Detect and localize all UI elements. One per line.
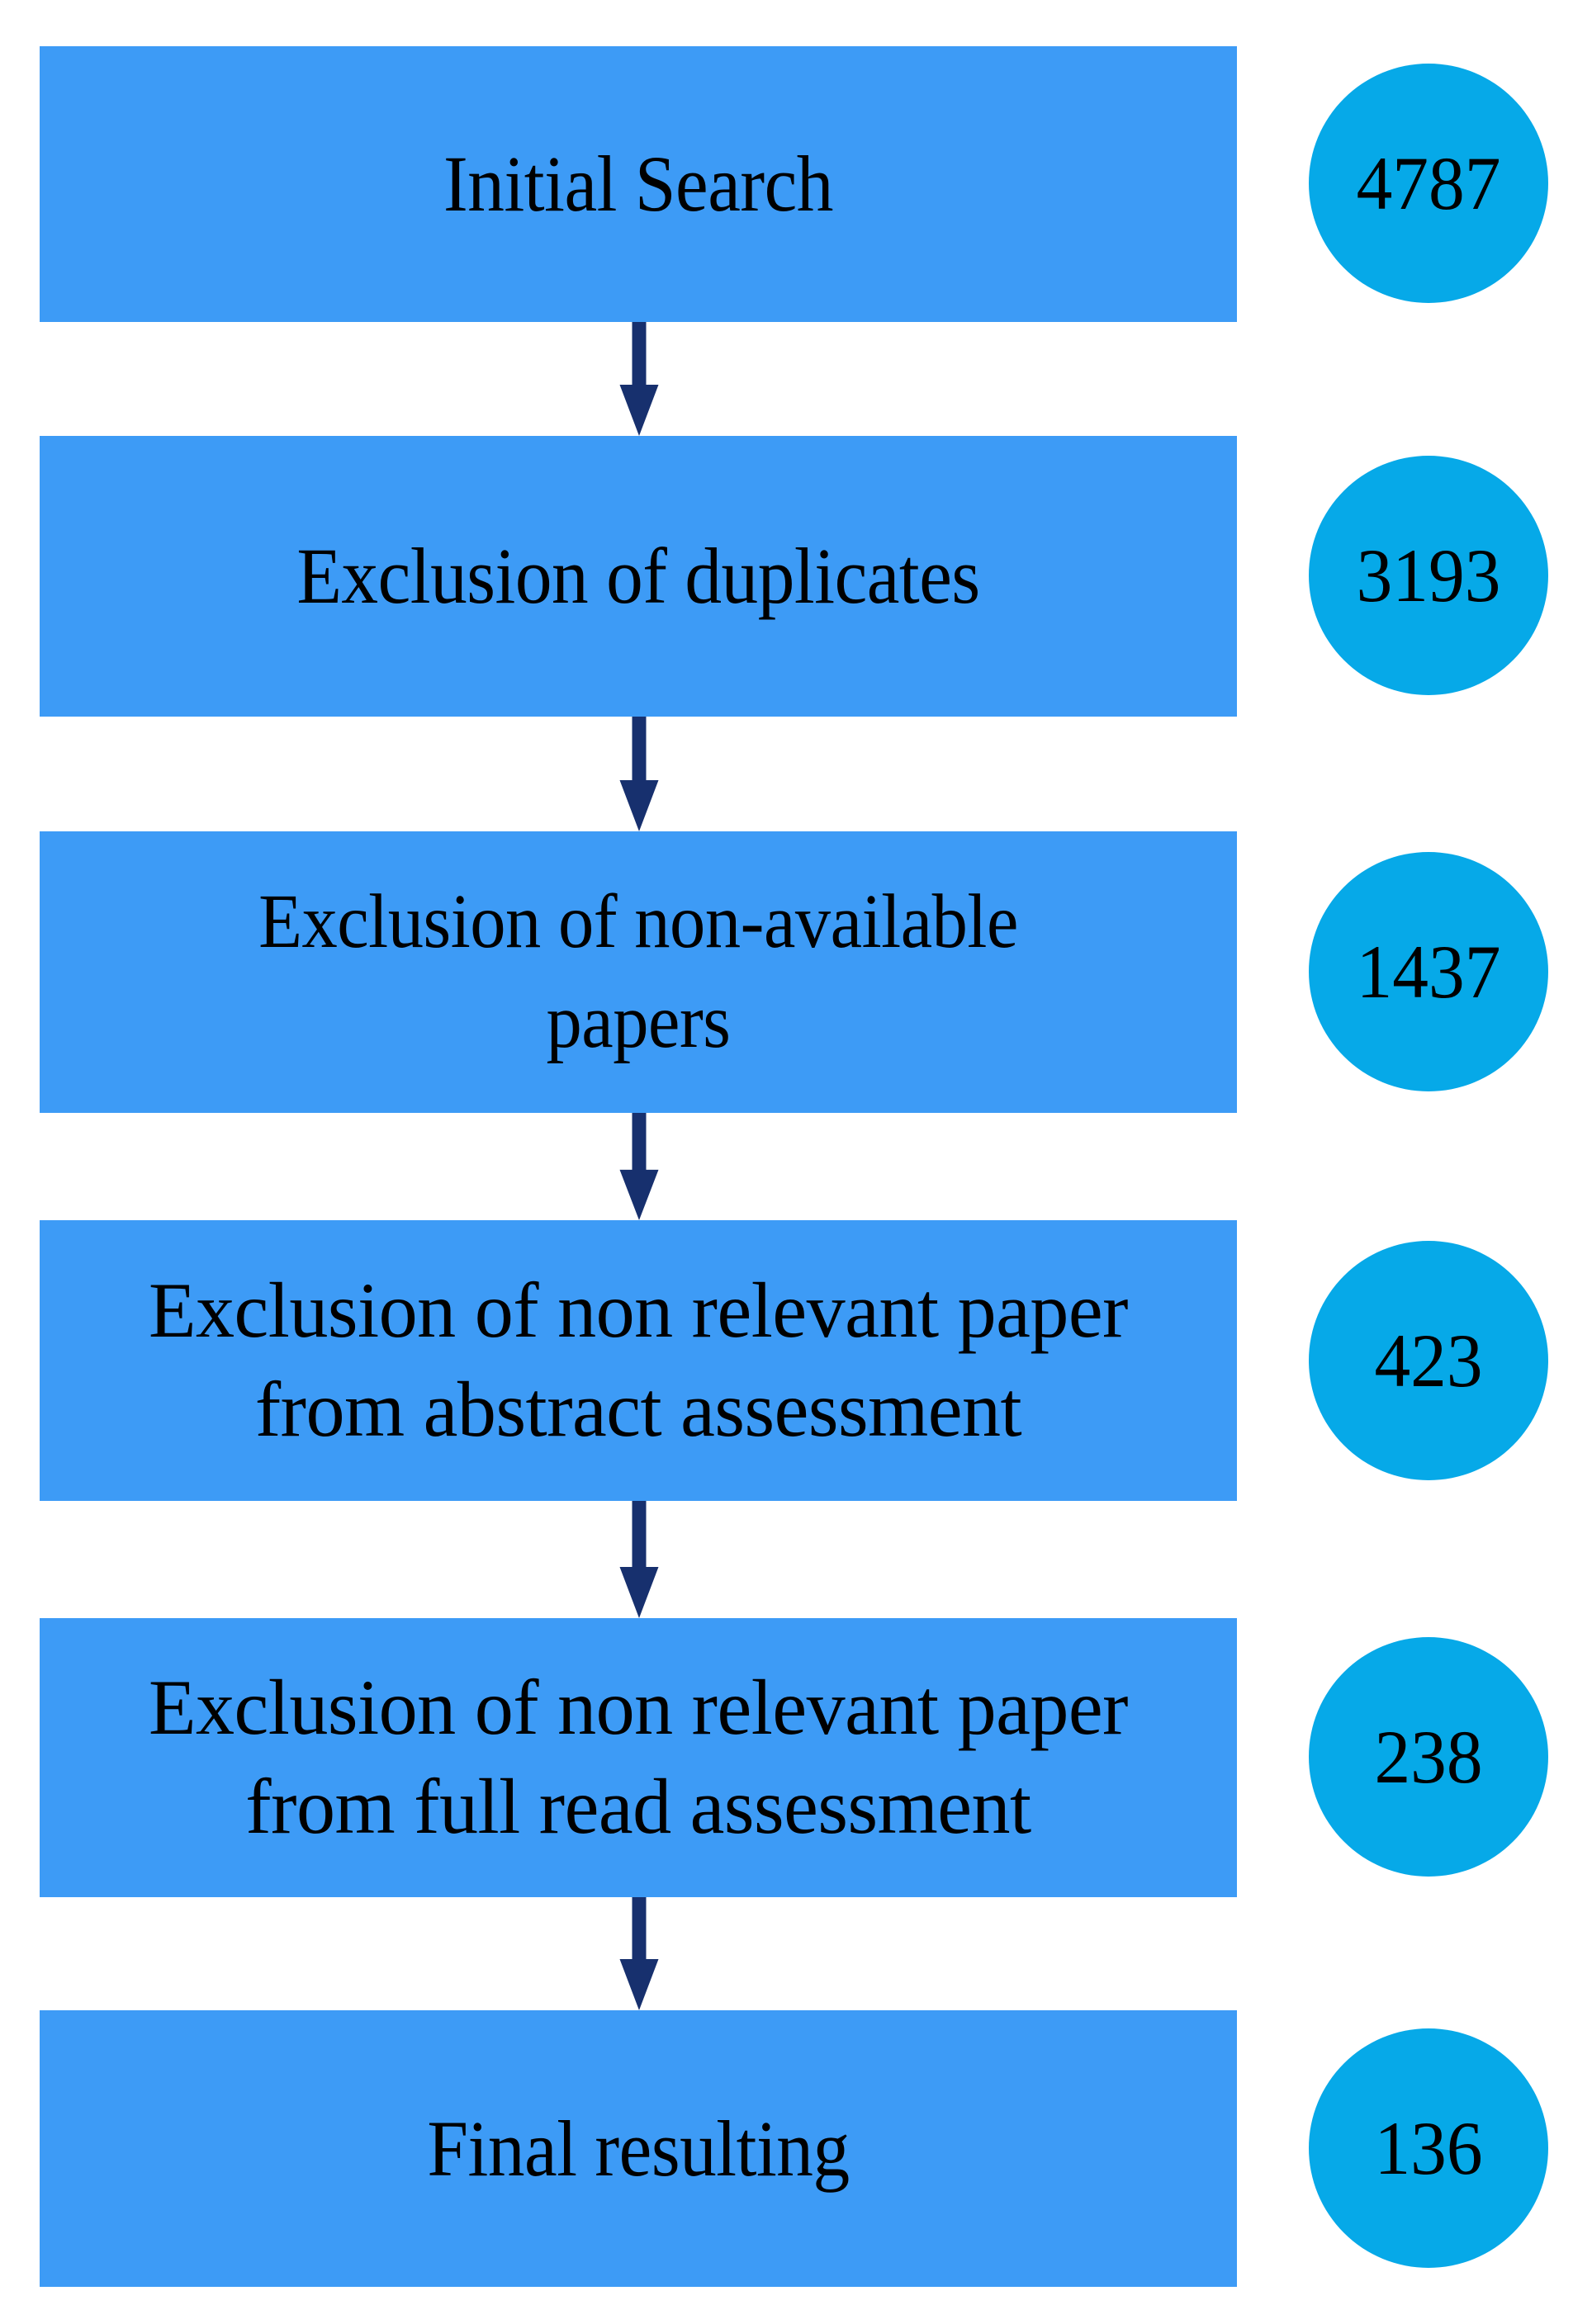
stage-count-value: 136 bbox=[1374, 2106, 1483, 2190]
stage-count-circle-final-resulting[interactable]: 136 bbox=[1309, 2028, 1548, 2268]
stage-box-exclusion-non-relevant-full-read[interactable]: Exclusion of non relevant paper from ful… bbox=[40, 1618, 1237, 1897]
stage-count-value: 238 bbox=[1374, 1715, 1483, 1799]
stage-box-initial-search[interactable]: Initial Search bbox=[40, 46, 1237, 322]
flow-arrow-down-icon bbox=[618, 1501, 661, 1618]
stage-label: Exclusion of non relevant paper from ful… bbox=[148, 1664, 1128, 1850]
stage-count-circle-initial-search[interactable]: 4787 bbox=[1309, 64, 1548, 303]
stage-label: Final resulting bbox=[427, 2104, 850, 2193]
stage-count-value: 3193 bbox=[1356, 533, 1501, 618]
stage-count-circle-exclusion-duplicates[interactable]: 3193 bbox=[1309, 456, 1548, 695]
stage-label: Exclusion of duplicates bbox=[296, 532, 980, 621]
stage-count-circle-exclusion-non-relevant-full-read[interactable]: 238 bbox=[1309, 1637, 1548, 1877]
flow-arrow-down-icon bbox=[618, 717, 661, 831]
stage-label: Exclusion of non relevant paper from abs… bbox=[148, 1266, 1128, 1453]
stage-label: Exclusion of non-available papers bbox=[258, 878, 1018, 1064]
flow-arrow-down-icon bbox=[618, 1113, 661, 1220]
flow-arrow-down-icon bbox=[618, 1897, 661, 2010]
stage-count-value: 423 bbox=[1374, 1318, 1483, 1403]
stage-count-value: 1437 bbox=[1356, 930, 1501, 1014]
stage-box-exclusion-non-relevant-abstract[interactable]: Exclusion of non relevant paper from abs… bbox=[40, 1220, 1237, 1501]
stage-count-circle-exclusion-non-relevant-abstract[interactable]: 423 bbox=[1309, 1241, 1548, 1480]
stage-box-exclusion-non-available-papers[interactable]: Exclusion of non-available papers bbox=[40, 831, 1237, 1113]
stage-box-final-resulting[interactable]: Final resulting bbox=[40, 2010, 1237, 2287]
stage-label: Initial Search bbox=[443, 140, 833, 229]
stage-count-value: 4787 bbox=[1356, 141, 1501, 225]
stage-count-circle-exclusion-non-available-papers[interactable]: 1437 bbox=[1309, 852, 1548, 1091]
stage-box-exclusion-duplicates[interactable]: Exclusion of duplicates bbox=[40, 436, 1237, 717]
flow-arrow-down-icon bbox=[618, 322, 661, 436]
